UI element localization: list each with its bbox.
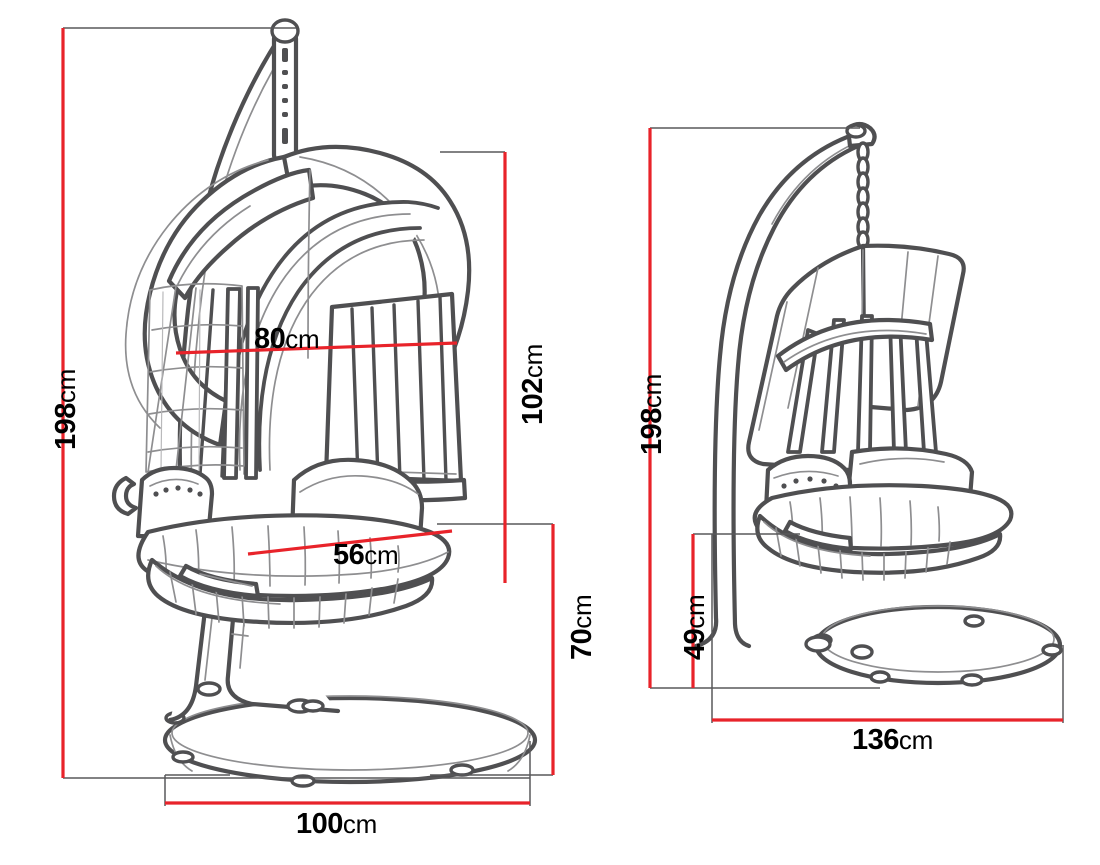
dimension-unit-80: cm	[285, 324, 320, 354]
dimension-value-100: 100	[296, 808, 343, 840]
dim-line-56	[247, 529, 453, 556]
dimension-value-136: 136	[852, 724, 899, 756]
dimension-unit-100: cm	[342, 809, 377, 839]
dimension-label-198-front: 198cm	[50, 369, 82, 450]
dimension-label-102: 102cm	[517, 344, 549, 425]
dimension-unit-198-side: cm	[637, 374, 667, 409]
dimension-unit-70: cm	[567, 594, 597, 629]
dimension-unit-198-front: cm	[51, 369, 81, 404]
front-view-chair	[111, 18, 538, 788]
dimension-value-49: 49	[679, 628, 711, 660]
front-back-cushion	[145, 282, 245, 473]
dimension-unit-49: cm	[680, 594, 710, 629]
side-hanging-chain	[856, 141, 870, 250]
dimension-value-70: 70	[566, 628, 598, 660]
front-stand-base	[162, 695, 538, 788]
dimension-value-198-front: 198	[50, 403, 82, 450]
dimension-label-100: 100cm	[296, 810, 377, 839]
front-hanger-bracket	[270, 18, 300, 164]
dimension-value-198-side: 198	[636, 408, 668, 455]
dimension-value-56: 56	[333, 539, 365, 571]
side-stand-base	[811, 604, 1063, 687]
dimension-unit-102: cm	[518, 344, 548, 379]
dimension-value-80: 80	[254, 323, 286, 355]
dimension-label-49: 49cm	[679, 594, 711, 660]
front-seat-assembly	[111, 457, 452, 629]
front-backrest-fan-right	[320, 291, 468, 503]
dimension-label-56: 56cm	[333, 539, 399, 571]
dimension-label-136: 136cm	[852, 726, 933, 755]
front-backrest-fan-left	[147, 285, 260, 480]
side-seat-assembly	[752, 446, 1014, 581]
side-view-chair	[693, 121, 1063, 687]
dimension-label-70: 70cm	[566, 594, 598, 660]
dimension-unit-136: cm	[898, 725, 933, 755]
dimension-unit-56: cm	[364, 540, 399, 570]
dimension-label-80: 80cm	[254, 323, 320, 355]
dim-line-80	[175, 341, 458, 355]
dimension-value-102: 102	[517, 378, 549, 425]
dimension-label-198-side: 198cm	[636, 374, 668, 455]
